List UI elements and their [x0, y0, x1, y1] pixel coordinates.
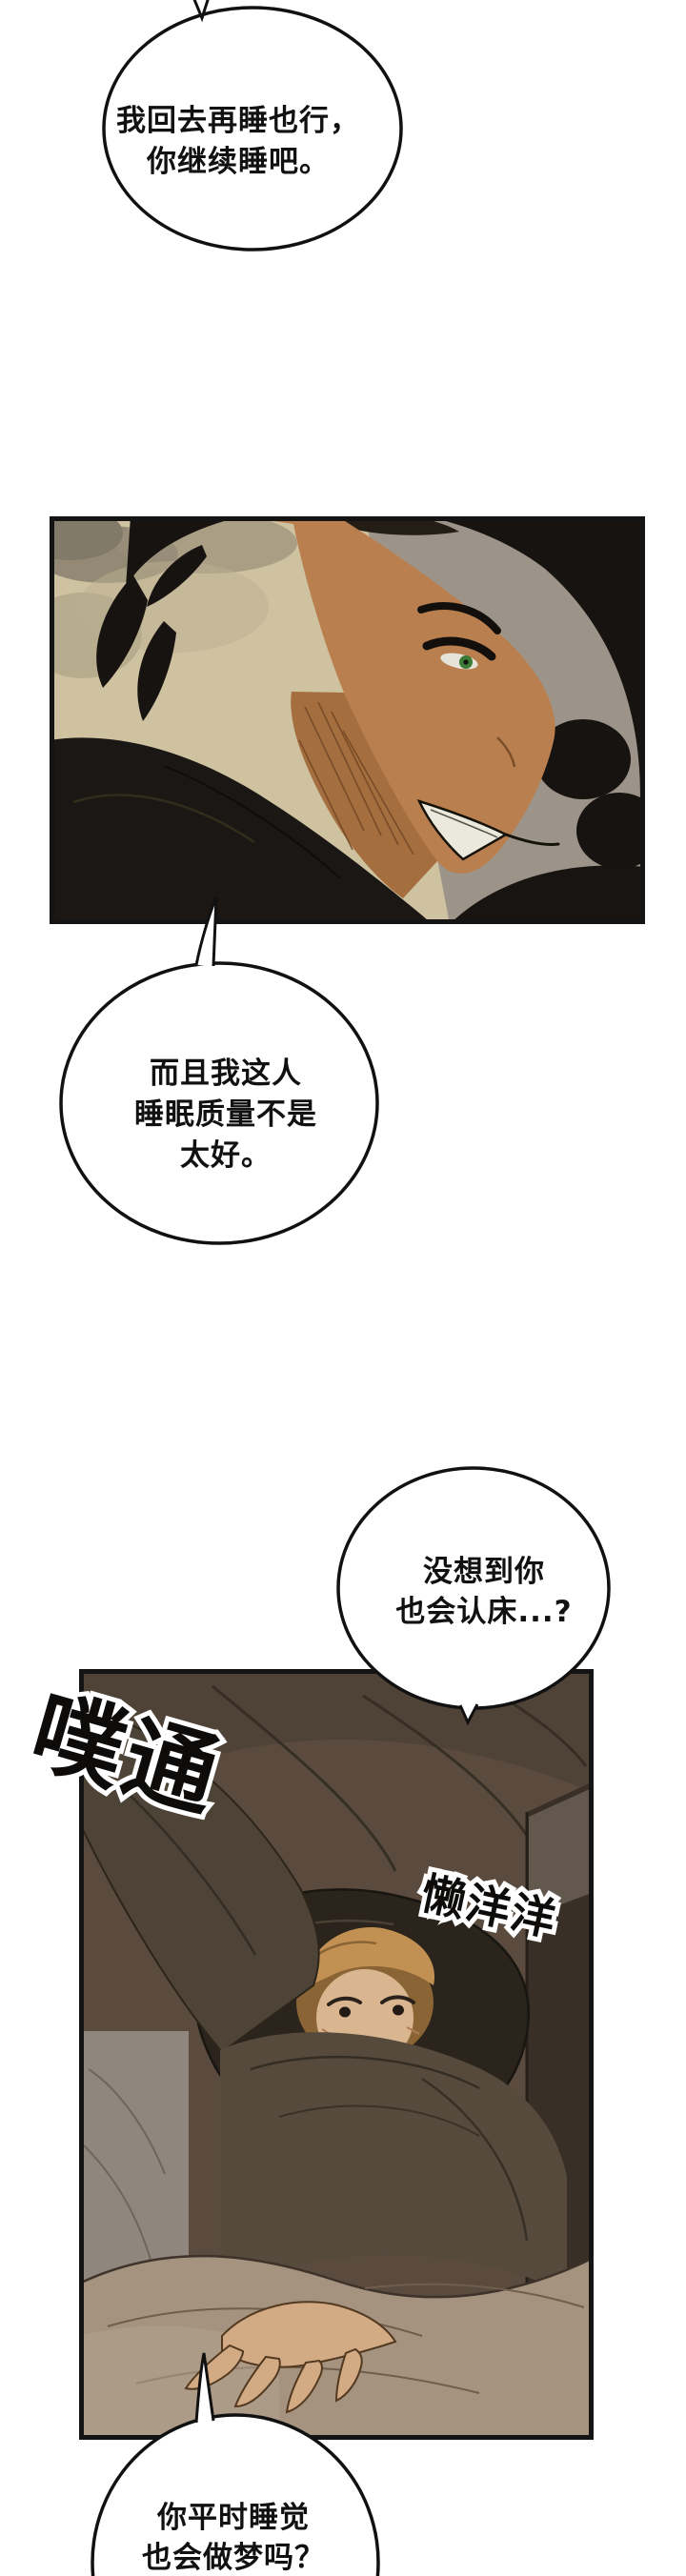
panel1-nose-line	[496, 736, 516, 768]
panel2-body	[79, 1703, 567, 2293]
panel-close-up	[50, 516, 645, 924]
bubble-1-line-2: 你继续睡吧。	[147, 145, 330, 179]
bubble-2-line-1: 而且我这人	[150, 1057, 302, 1091]
panel1-border	[50, 516, 645, 924]
bubble-4-line-1: 你平时睡觉	[157, 2501, 310, 2535]
panel1-smile	[416, 798, 560, 861]
panel1-neck-shade	[291, 692, 437, 898]
panel-close-up-artwork	[50, 516, 645, 924]
bubble-2-line-3: 太好。	[180, 1138, 272, 1173]
panel2-sheet-sliver	[529, 1788, 592, 1917]
speech-bubble-1-text: 我回去再睡也行， 你继续睡吧。	[95, 101, 381, 183]
panel-bed-artwork	[79, 1669, 594, 2440]
speech-bubble-2-text: 而且我这人 睡眠质量不是 太好。	[73, 1054, 378, 1177]
panel1-body	[50, 737, 645, 924]
bubble-1-line-1: 我回去再睡也行，	[116, 104, 360, 138]
bubble-4-line-2: 也会做梦吗？	[142, 2541, 325, 2575]
speech-bubble-1	[102, 0, 403, 252]
speech-bubble-4	[91, 2352, 380, 2576]
panel1-face	[240, 516, 555, 874]
panel-bed	[79, 1669, 594, 2440]
bubble-2-line-2: 睡眠质量不是	[134, 1097, 317, 1132]
speech-bubble-4-text: 你平时睡觉 也会做梦吗？	[91, 2498, 376, 2576]
bubble-3-line-1: 没想到你	[423, 1555, 545, 1589]
bubble-3-line-2: 也会认床...?	[395, 1595, 573, 1629]
panel2-border	[79, 1669, 594, 2440]
panel2-hand	[184, 2301, 397, 2414]
speech-bubble-2	[59, 896, 379, 1245]
panel1-hatching	[298, 701, 414, 855]
speech-bubble-3	[336, 1466, 611, 1726]
panel1-eye	[417, 602, 501, 670]
speech-bubble-3-text: 没想到你 也会认床...?	[341, 1552, 627, 1632]
